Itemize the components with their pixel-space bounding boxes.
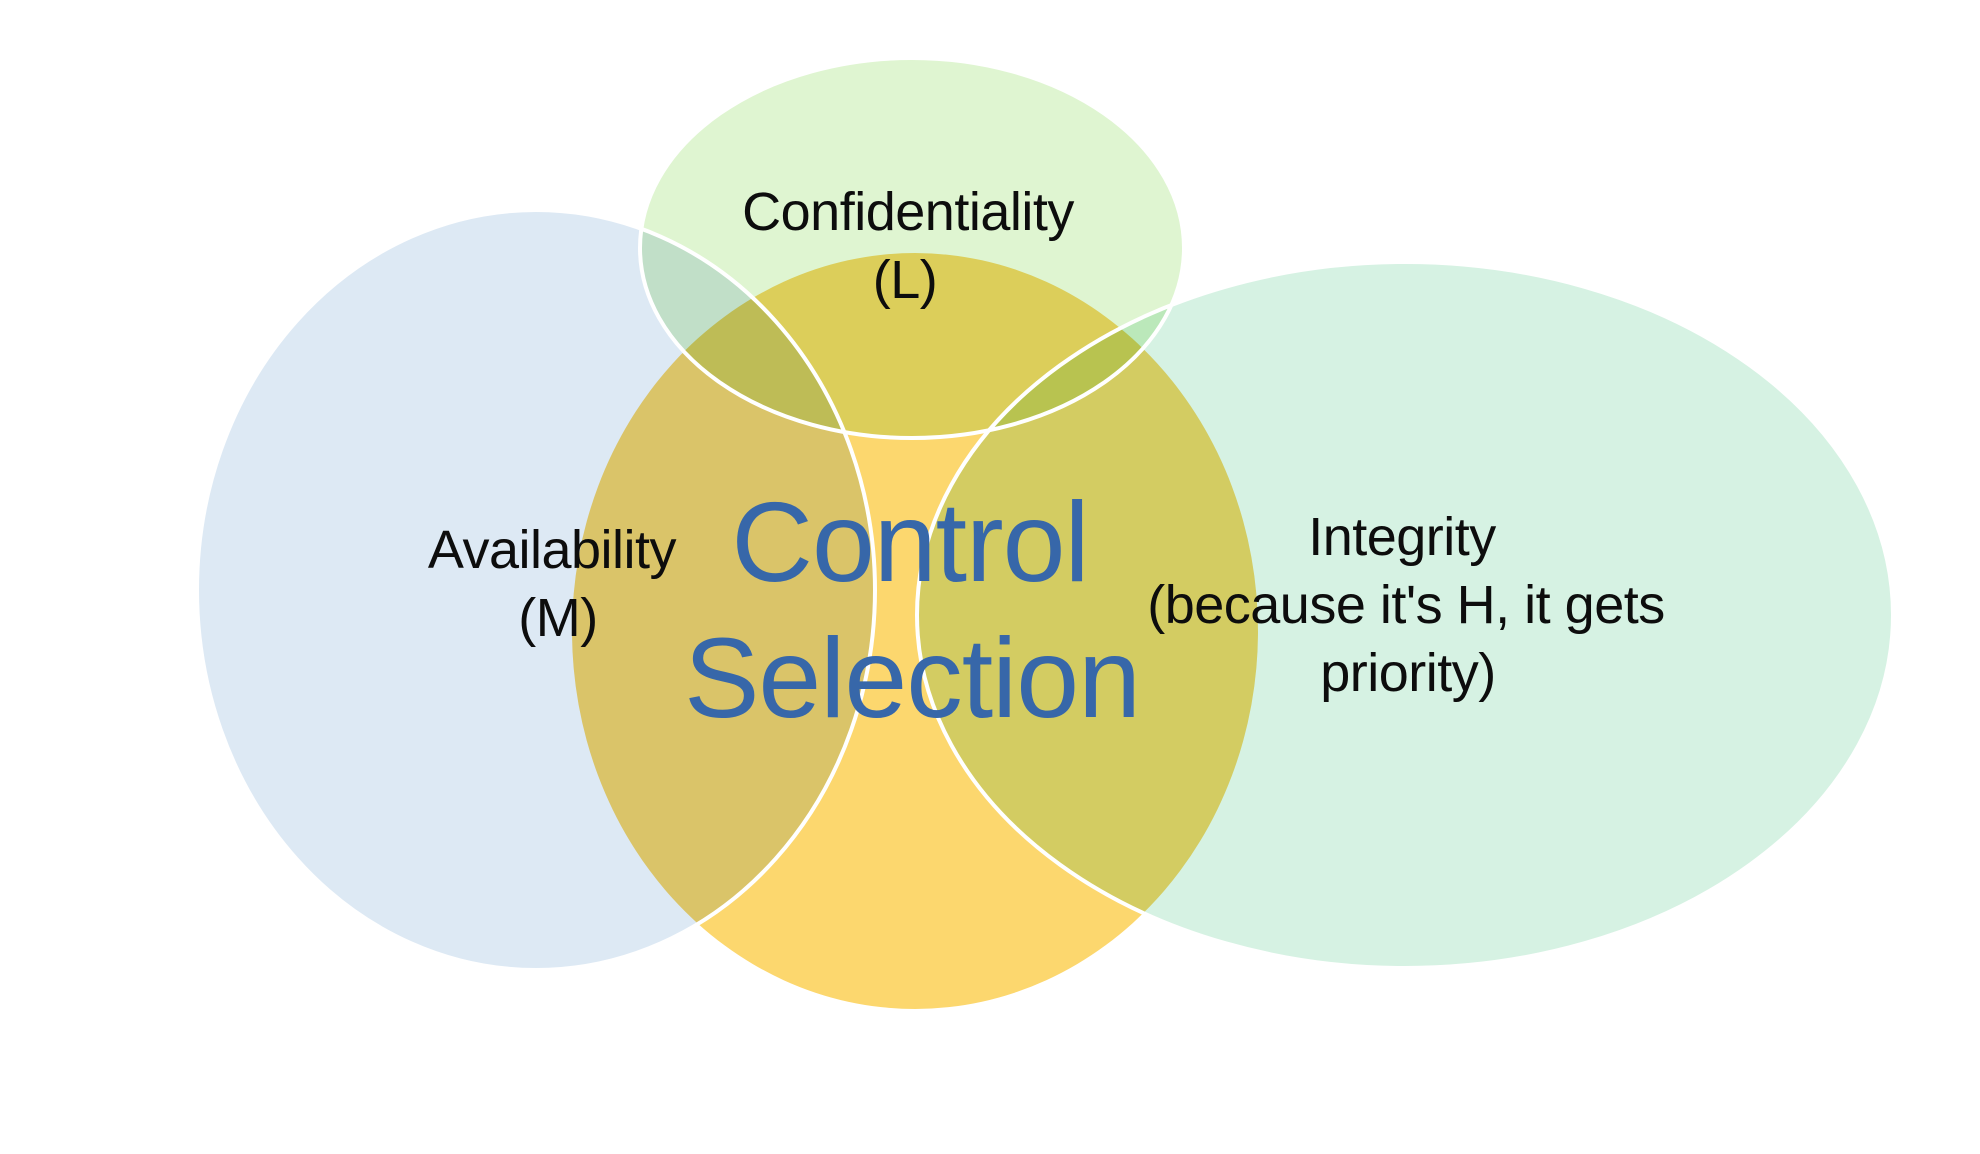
availability-label-line2: (M) [518, 588, 597, 648]
availability-ellipse-outline [195, 208, 877, 972]
confidentiality-label-line2: (L) [873, 250, 938, 310]
confidentiality-ellipse [640, 58, 1184, 438]
integrity-ellipse [917, 262, 1893, 968]
confidentiality-ellipse-outline [638, 56, 1186, 440]
control-selection-label-line2: Selection [684, 615, 1140, 741]
venn-fills [197, 58, 1893, 1009]
integrity-ellipse-outline [915, 260, 1895, 970]
availability-label-line1: Availability [428, 520, 677, 580]
integrity-label-line1: Integrity [1308, 507, 1496, 567]
control-selection-label-line1: Control [731, 479, 1088, 605]
availability-ellipse [197, 210, 875, 970]
confidentiality-label-line1: Confidentiality [742, 182, 1074, 242]
venn-labels: Confidentiality (L) Availability (M) Int… [428, 182, 1665, 741]
venn-outlines [195, 56, 1895, 972]
integrity-label-line2: (because it's H, it gets [1147, 575, 1665, 635]
integrity-label-line3: priority) [1320, 643, 1496, 703]
